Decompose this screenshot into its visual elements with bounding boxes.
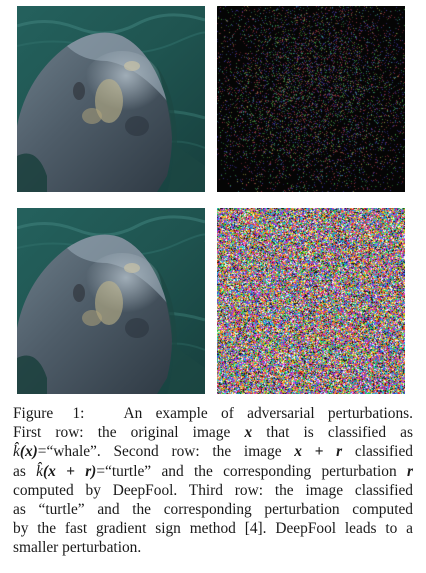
- caption-line-2: First row: the original image x that is …: [13, 424, 414, 442]
- caption-line-1: Figure 1: An example of adversarial pert…: [13, 405, 413, 422]
- caption-line-7: by the fast gradient sign method [4]. De…: [13, 520, 413, 538]
- original-whale-image: [17, 6, 205, 192]
- adversarial-whale-image: [17, 208, 205, 394]
- deepfool-perturbation-image: [217, 6, 405, 192]
- figure-caption: Figure 1: An example of adversarial pert…: [13, 404, 413, 558]
- caption-line-8: smaller perturbation.: [13, 539, 142, 557]
- caption-line-5: computed by DeepFool. Third row: the ima…: [13, 481, 413, 499]
- fgsm-perturbation-image: [217, 208, 405, 394]
- caption-line-4: as k̂(x + r)=“turtle” and the correspond…: [13, 462, 413, 480]
- caption-line-6: as “turtle” and the corresponding pertur…: [13, 501, 413, 519]
- caption-line-3: k̂(x)=“whale”. Second row: the image x +…: [13, 443, 413, 461]
